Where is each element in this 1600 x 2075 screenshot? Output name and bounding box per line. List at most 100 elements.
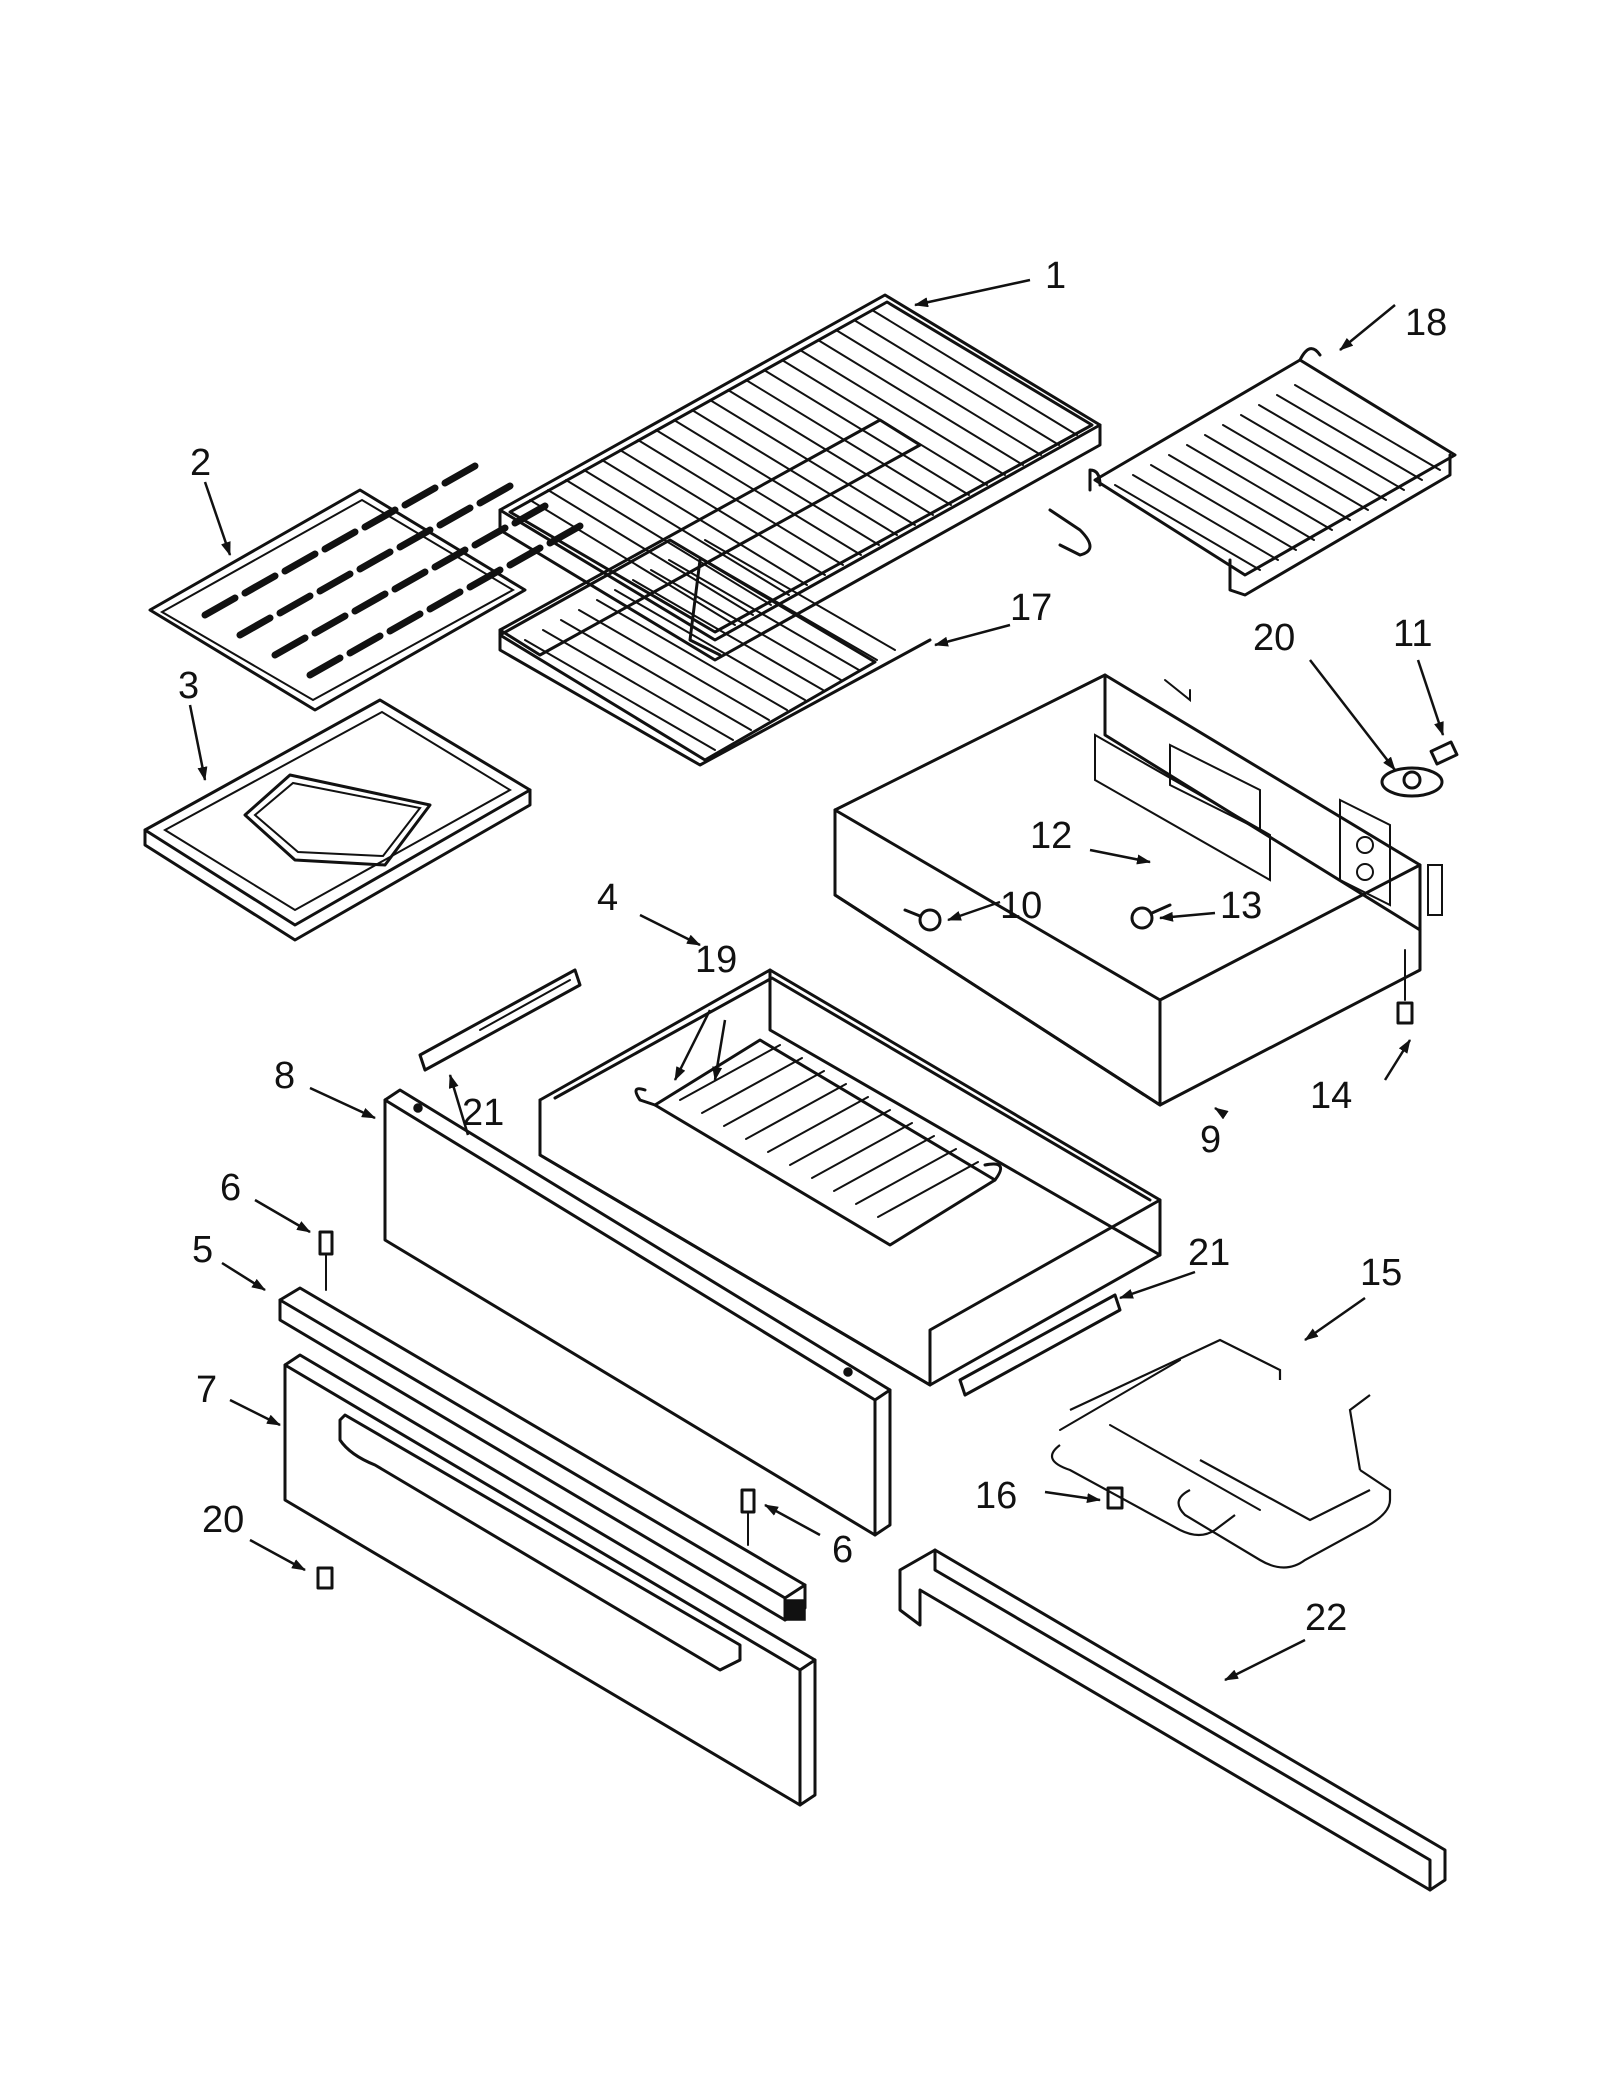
callout-5: 5 [192, 1229, 213, 1271]
drawer-front-part-7 [283, 1353, 817, 1807]
half-rack-part-18 [1088, 347, 1457, 597]
wire-line [855, 1148, 957, 1205]
oven-rack-part-1 [498, 293, 1102, 662]
wire-line [877, 1161, 979, 1218]
callout-11: 11 [1393, 613, 1432, 655]
wire-line [704, 539, 896, 651]
wire-line [650, 569, 842, 681]
screw-part-14 [1396, 949, 1414, 1025]
wire-line [1258, 404, 1405, 491]
callout-2: 2 [190, 442, 211, 484]
wire-line [745, 1083, 847, 1140]
wire-line [799, 349, 1006, 476]
drawer-slide-part-21-right [958, 1293, 1122, 1397]
callout-8: 8 [274, 1055, 295, 1097]
callout-20-upper: 20 [1253, 617, 1295, 659]
wire-line [745, 379, 952, 506]
wire-line [701, 1057, 803, 1114]
screw-part-13 [1130, 903, 1172, 930]
callout-labels: 1 2 3 4 5 6 6 7 8 9 10 11 12 13 14 15 16… [178, 255, 1447, 1639]
grid-slot [506, 544, 544, 569]
wire-line [601, 459, 808, 586]
oven-rack-part-17 [498, 418, 932, 767]
grid-slot [476, 482, 514, 507]
wire-line [727, 389, 934, 516]
screw-part-11 [1429, 740, 1459, 766]
grid-slot [401, 484, 439, 509]
wire-line [1294, 384, 1441, 471]
wire-line [871, 309, 1078, 436]
broiler-pan-part-3 [143, 698, 532, 942]
wire-line [817, 339, 1024, 466]
wire-line [1168, 454, 1315, 541]
grid-slot [426, 588, 464, 613]
wire-line [673, 419, 880, 546]
wire-line [524, 639, 716, 751]
callout-10: 10 [1000, 885, 1042, 927]
grid-slot [316, 570, 354, 595]
callout-15: 15 [1360, 1252, 1402, 1294]
callout-19: 19 [695, 939, 737, 981]
drawer-housing-part-9 [833, 673, 1443, 1107]
callout-9: 9 [1200, 1119, 1221, 1161]
callout-4: 4 [597, 877, 618, 919]
wire-line [1204, 434, 1351, 521]
wire-line [1240, 414, 1387, 501]
callout-20-lower: 20 [202, 1499, 244, 1541]
callout-7: 7 [196, 1369, 217, 1411]
grid-slot [236, 614, 274, 639]
callout-18: 18 [1405, 302, 1447, 344]
callout-13: 13 [1220, 885, 1262, 927]
trim-bar-part-5 [278, 1286, 807, 1622]
grid-slot [386, 610, 424, 635]
wire-line [835, 329, 1042, 456]
wire-line [1150, 464, 1297, 551]
wire-line [632, 579, 824, 691]
wire-line [583, 469, 790, 596]
grid-slot [511, 502, 549, 527]
grid-slot [241, 572, 279, 597]
callout-22: 22 [1305, 1597, 1347, 1639]
grid-slot [311, 612, 349, 637]
wire-line [655, 429, 862, 556]
wire-line [614, 589, 806, 701]
wire-line [686, 549, 878, 661]
drawer-slide-part-21-left [418, 968, 582, 1072]
wire-line [691, 409, 898, 536]
screw-part-20-lower [316, 1566, 334, 1590]
screw-part-10 [903, 908, 942, 932]
wire-line [668, 559, 860, 671]
broiler-grid-part-2 [148, 462, 584, 712]
callout-16: 16 [975, 1475, 1017, 1517]
screw-part-6-upper [318, 1230, 334, 1291]
grid-slot [201, 594, 239, 619]
screw-part-6-lower [740, 1488, 756, 1546]
wire-line [1186, 444, 1333, 531]
wire-line [1276, 394, 1423, 481]
wire-line [679, 1044, 781, 1101]
thermostat-part-20 [1380, 766, 1444, 798]
wire-line [542, 629, 734, 741]
heating-element-part-15 [1050, 1338, 1392, 1569]
grid-slot [346, 632, 384, 657]
grid-slot [361, 506, 399, 531]
grid-slot [396, 526, 434, 551]
grid-slot [546, 522, 584, 547]
callout-21-right: 21 [1188, 1232, 1230, 1274]
grid-slot [356, 548, 394, 573]
wire-line [853, 319, 1060, 446]
front-panel-part-8 [383, 1088, 892, 1537]
wire-line [833, 1135, 935, 1192]
wire-line [789, 1109, 891, 1166]
grid-slot [466, 566, 504, 591]
wire-line [578, 609, 770, 721]
callout-3: 3 [178, 665, 199, 707]
wire-line [763, 369, 970, 496]
leader-arrows [188, 278, 1445, 1682]
wire-line [560, 619, 752, 731]
wire-line [709, 399, 916, 526]
kick-plate-part-22 [898, 1548, 1447, 1892]
grid-slot [321, 528, 359, 553]
grid-slot [351, 590, 389, 615]
wire-line [767, 1096, 869, 1153]
